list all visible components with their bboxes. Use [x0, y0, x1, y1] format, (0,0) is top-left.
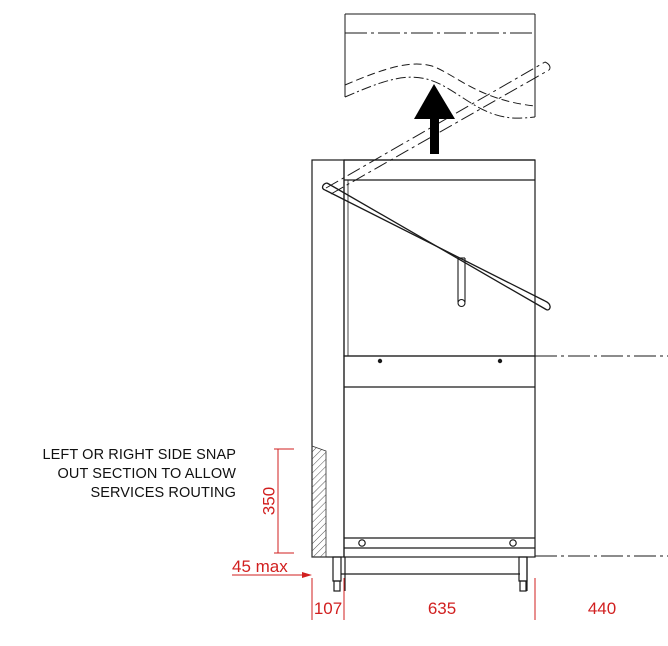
dimension-635-label: 635	[428, 599, 456, 618]
hood-lever	[457, 257, 466, 308]
legs-and-base	[332, 556, 528, 592]
note-line-3: SERVICES ROUTING	[90, 485, 236, 501]
machine-body	[343, 355, 536, 558]
hood-closed	[343, 159, 536, 357]
dimension-45-max	[232, 572, 312, 578]
raised-hood-phantom	[344, 13, 536, 119]
side-snap-note: LEFT OR RIGHT SIDE SNAP OUT SECTION TO A…	[0, 446, 236, 503]
dimension-440-label: 440	[588, 599, 616, 618]
note-line-1: LEFT OR RIGHT SIDE SNAP	[42, 447, 236, 463]
bottom-dimension-lines	[311, 578, 536, 620]
dimension-107-label: 107	[314, 599, 342, 618]
centre-lines	[535, 355, 668, 557]
dimension-350-label: 350	[259, 487, 278, 515]
open-direction-arrow	[414, 84, 455, 154]
side-frame-column	[311, 159, 535, 558]
note-line-2: OUT SECTION TO ALLOW	[57, 466, 236, 482]
dimension-45-max-label: 45 max	[232, 557, 288, 576]
closed-handle	[321, 182, 551, 311]
dimension-350	[274, 448, 294, 554]
snap-out-section	[311, 445, 327, 558]
